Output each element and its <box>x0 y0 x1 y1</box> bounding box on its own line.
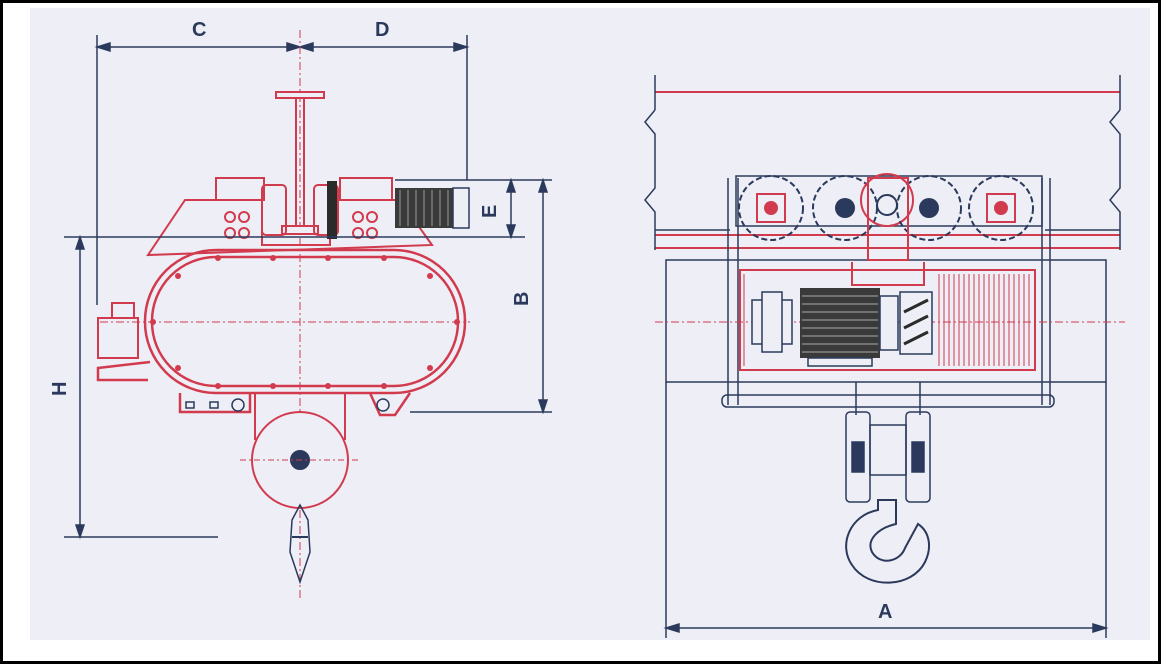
central-hanger <box>851 177 925 286</box>
trolley-frame <box>721 175 1055 408</box>
label-d: D <box>375 19 389 41</box>
gearbox <box>751 291 793 353</box>
dimension-c-d <box>94 35 470 305</box>
rope-drum <box>739 269 1036 371</box>
trolley-block <box>146 177 434 257</box>
dimension-h <box>64 234 218 540</box>
bottom-feet <box>185 398 390 412</box>
label-b: B <box>511 292 533 306</box>
rail-beam <box>275 91 325 235</box>
hook-block <box>240 393 360 585</box>
drawing-sheet <box>30 8 1150 640</box>
control-box <box>97 302 139 359</box>
label-c: C <box>192 19 206 41</box>
hoist-motor <box>800 288 933 367</box>
dimension-e-b <box>64 177 552 415</box>
trolley-wheels <box>738 173 1034 241</box>
label-a: A <box>878 601 892 623</box>
side-view: C D <box>49 19 552 600</box>
break-marks <box>644 75 1121 250</box>
hook-assembly <box>845 382 931 584</box>
label-e: E <box>479 205 501 218</box>
label-h: H <box>49 382 71 396</box>
dimension-a <box>663 382 1109 638</box>
travel-motor <box>395 187 470 229</box>
front-view: A <box>644 75 1125 638</box>
